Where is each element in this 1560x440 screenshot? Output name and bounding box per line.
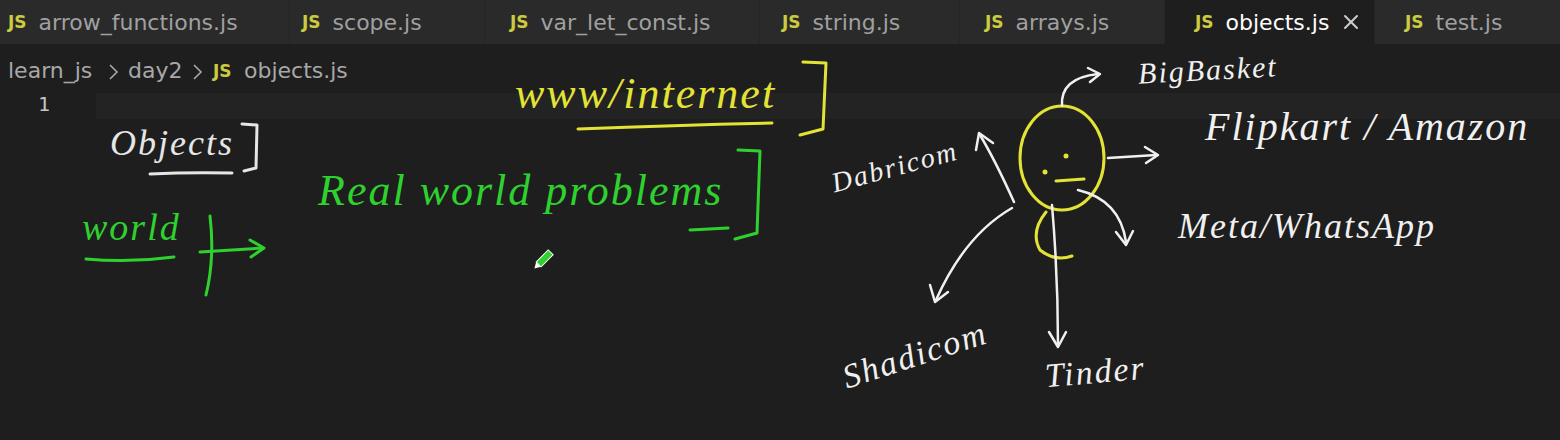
person-figure	[1020, 106, 1104, 258]
editor-tab: JS scope.js	[290, 0, 485, 44]
editor-tab: JS objects.js	[1165, 0, 1375, 44]
file-name: scope.js	[333, 10, 422, 35]
handwritten-note: Real world problems	[318, 165, 723, 218]
file-icon: JS	[213, 61, 232, 81]
file-icon: JS	[985, 12, 1004, 32]
breadcrumb-file: objects.js	[244, 58, 348, 84]
app-name: Shadicom	[837, 313, 992, 398]
editor-tab: JS test.js	[1375, 0, 1560, 44]
app-name: Meta/WhatsApp	[1178, 205, 1436, 248]
app-name: Flipkart / Amazon	[1205, 103, 1529, 151]
close-icon	[1345, 16, 1357, 28]
editor-tab: JS arrow_functions.js	[0, 0, 290, 44]
active-tab	[1165, 0, 1374, 44]
file-icon: JS	[782, 12, 801, 32]
editor-tab: JS arrays.js	[960, 0, 1165, 44]
file-icon: JS	[302, 12, 321, 32]
file-icon: JS	[510, 12, 529, 32]
file-name: string.js	[813, 10, 901, 35]
editor-tab: JS var_let_const.js	[485, 0, 760, 44]
app-name: Tinder	[1043, 348, 1147, 397]
pencil-cursor	[532, 250, 553, 271]
editor-tab: JS string.js	[760, 0, 960, 44]
file-name: var_let_const.js	[541, 10, 711, 35]
handwritten-note: Objects	[110, 122, 234, 165]
tab-bar	[0, 0, 1560, 44]
file-icon: JS	[1405, 12, 1424, 32]
breadcrumb-folder: day2	[128, 58, 182, 84]
handwritten-note: world	[82, 205, 181, 251]
file-name: arrays.js	[1016, 10, 1110, 35]
tab-backgrounds	[0, 0, 1560, 44]
breadcrumb-folder: learn_js	[8, 58, 92, 84]
file-icon: JS	[1195, 12, 1214, 32]
file-name: objects.js	[1226, 10, 1330, 35]
file-name: arrow_functions.js	[39, 10, 238, 35]
hand-arrow	[930, 68, 1158, 347]
line-number: 1	[38, 92, 50, 116]
file-icon: JS	[8, 12, 27, 32]
person-eyes	[1043, 154, 1069, 175]
app-name: BigBasket	[1137, 48, 1278, 91]
handwritten-note: www/internet	[515, 68, 776, 121]
file-name: test.js	[1436, 10, 1503, 35]
app-name: Dabricom	[828, 134, 962, 200]
